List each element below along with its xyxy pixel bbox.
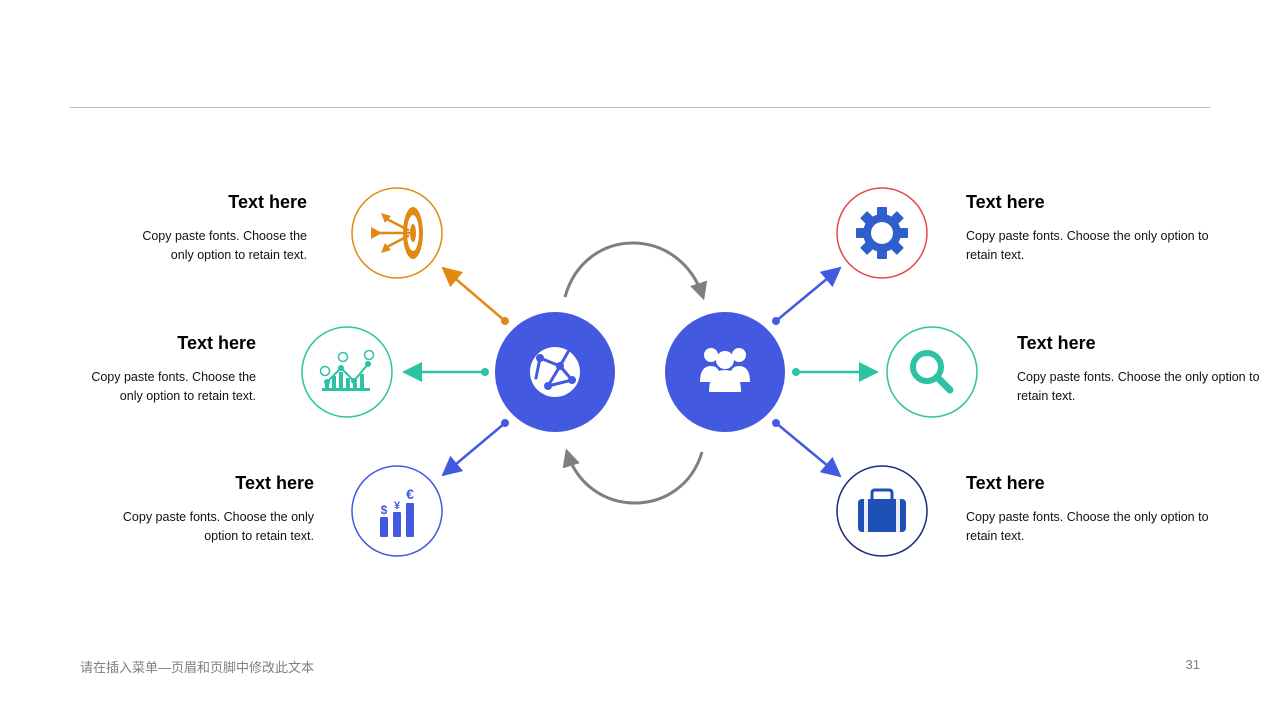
node-search xyxy=(886,326,978,418)
hub-left xyxy=(495,312,615,432)
block-desc: Copy paste fonts. Choose the only option… xyxy=(966,229,1209,262)
block-desc: Copy paste fonts. Choose the only option… xyxy=(122,510,314,543)
block-desc: Copy paste fonts. Choose the only option… xyxy=(142,229,307,262)
cycle-arrow-bottom xyxy=(562,448,704,505)
footer-text: 请在插入菜单—页眉和页脚中修改此文本 xyxy=(80,660,315,675)
magnifier-icon xyxy=(910,350,954,394)
text-block-right-mid: Text here Copy paste fonts. Choose the o… xyxy=(1017,332,1280,406)
connector-right-top xyxy=(772,266,842,325)
connector-left-mid xyxy=(402,362,489,382)
node-growth xyxy=(301,326,393,418)
text-block-left-mid: Text here Copy paste fonts. Choose the o… xyxy=(26,332,256,406)
text-block-left-bottom: Text here Copy paste fonts. Choose the o… xyxy=(84,472,314,546)
block-desc: Copy paste fonts. Choose the only option… xyxy=(91,370,256,403)
briefcase-icon xyxy=(858,488,906,532)
block-desc: Copy paste fonts. Choose the only option… xyxy=(966,510,1209,543)
connector-right-mid xyxy=(792,362,879,382)
page-number: 31 xyxy=(1185,657,1200,672)
block-title: Text here xyxy=(228,192,307,212)
node-gear xyxy=(836,187,928,279)
connector-right-bottom xyxy=(772,419,842,478)
block-title: Text here xyxy=(966,473,1045,493)
block-title: Text here xyxy=(1017,333,1096,353)
block-title: Text here xyxy=(966,192,1045,212)
header-rule xyxy=(70,107,1210,108)
block-title: Text here xyxy=(235,473,314,493)
text-block-left-top: Text here Copy paste fonts. Choose the o… xyxy=(77,191,307,265)
currency-bars-icon: $ ¥ € xyxy=(380,486,414,537)
gear-icon xyxy=(856,207,908,259)
node-target xyxy=(351,187,443,279)
node-briefcase xyxy=(836,465,928,557)
growth-chart-icon xyxy=(319,349,375,391)
text-block-right-top: Text here Copy paste fonts. Choose the o… xyxy=(966,191,1266,265)
svg-text:$: $ xyxy=(381,503,388,517)
block-desc: Copy paste fonts. Choose the only option… xyxy=(1017,370,1260,403)
block-title: Text here xyxy=(177,333,256,353)
text-block-right-bottom: Text here Copy paste fonts. Choose the o… xyxy=(966,472,1266,546)
hub-right xyxy=(665,312,785,432)
node-currency: $ ¥ € xyxy=(351,465,443,557)
target-icon xyxy=(371,207,423,259)
svg-text:¥: ¥ xyxy=(394,500,401,512)
people-group-icon xyxy=(700,348,750,392)
globe-network-icon xyxy=(530,347,580,397)
svg-text:€: € xyxy=(406,486,414,502)
connector-left-top xyxy=(441,266,509,325)
connector-left-bottom xyxy=(441,419,509,477)
cycle-arrow-top xyxy=(563,241,708,301)
